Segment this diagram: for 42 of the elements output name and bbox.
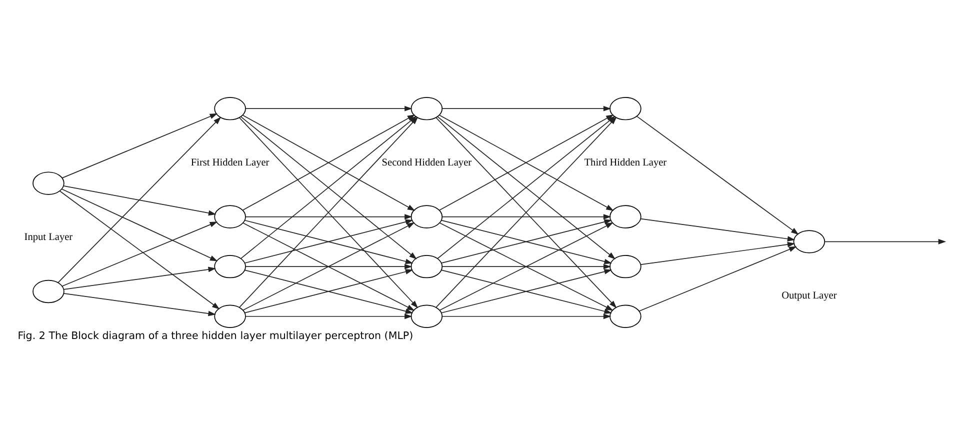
node-circle: [410, 254, 443, 278]
node-circle: [793, 230, 826, 253]
arrow: [62, 188, 218, 261]
node-circle: [214, 96, 246, 120]
node-circle: [32, 171, 64, 194]
arrow: [62, 221, 218, 286]
arrow: [63, 266, 216, 290]
node-circle: [214, 304, 246, 328]
arrow: [442, 313, 612, 319]
arrow: [636, 115, 799, 234]
arrow: [638, 246, 797, 312]
caption: Fig. 2 The Block diagram of a three hidden layer multilayer perceptron (MLP): [18, 330, 414, 342]
label: Input Layer: [24, 232, 73, 243]
arrow: [245, 105, 412, 111]
arrow: [442, 214, 612, 219]
node-circle: [214, 254, 246, 278]
node-circle: [610, 204, 642, 228]
arrow: [824, 238, 946, 244]
label: First Hidden Layer: [190, 156, 270, 168]
label: Output Layer: [782, 290, 837, 301]
arrow: [442, 105, 612, 111]
node-circle: [610, 96, 642, 120]
arrow: [442, 263, 612, 269]
node-circle: [410, 204, 443, 228]
node-circle: [410, 304, 443, 328]
node-circle: [610, 304, 642, 328]
node-circle: [410, 96, 443, 120]
label: Third Hidden Layer: [584, 156, 667, 168]
arrow: [640, 241, 796, 265]
arrow: [58, 116, 222, 283]
node-circle: [32, 279, 64, 303]
arrow: [62, 112, 218, 178]
arrow: [63, 292, 216, 316]
arrow: [245, 313, 412, 319]
arrow: [640, 218, 796, 242]
arrow: [245, 263, 412, 269]
node-circle: [214, 204, 246, 228]
arrow: [245, 214, 412, 219]
arrow: [63, 185, 216, 216]
arrow: [59, 190, 220, 309]
label: Second Hidden Layer: [382, 156, 472, 168]
node-circle: [610, 254, 642, 278]
